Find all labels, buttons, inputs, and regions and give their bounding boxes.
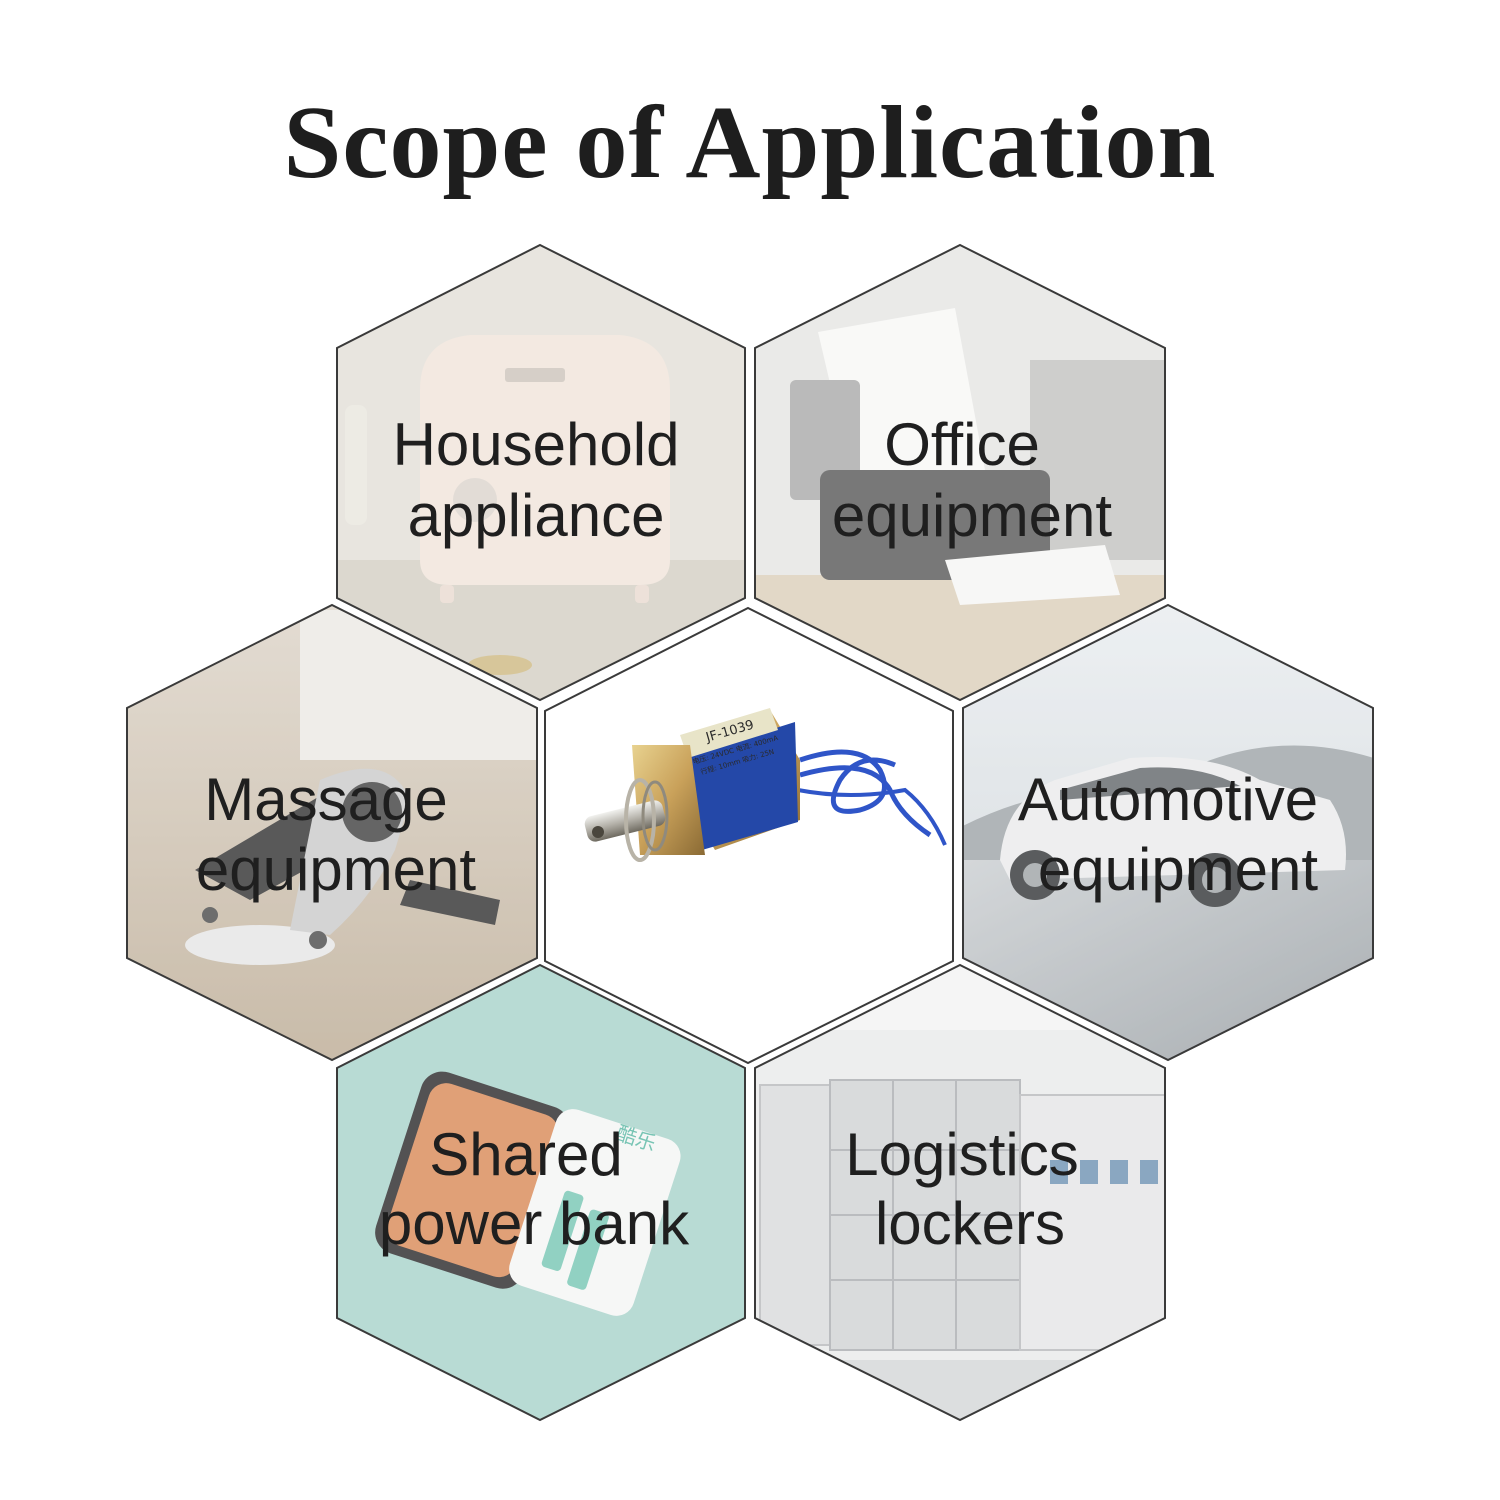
hex-label-line1: Household [393,411,680,478]
hex-label-line2: lockers [875,1190,1065,1257]
hex-label-line1: Shared [429,1121,622,1188]
hex-label-line2: power bank [379,1190,690,1257]
hex-label-line2: equipment [196,836,477,903]
hex-label-line1: Office [884,411,1040,478]
hex-label-line2: appliance [408,482,665,549]
page-title: Scope of Application [283,85,1217,200]
hex-label-line1: Logistics [845,1121,1078,1188]
hex-label-line2: equipment [832,482,1113,549]
printer-image [790,308,1120,605]
lockers-image [759,1079,1165,1351]
hex-office-equipment: Office equipment [754,243,1166,702]
hex-automotive-equipment: Automotive equipment [962,603,1374,1062]
car-image [1000,756,1346,907]
phone-and-power-bank-image: 酷乐 [375,1071,681,1316]
hex-shared-power-bank: 酷乐 Shared power bank [336,963,746,1422]
hex-center-product: JF-1039 电压: 24VDC 电流: 400mA 行程: 10mm 吸力:… [544,606,954,1065]
hex-logistics-lockers: Logistics lockers [754,963,1166,1422]
rice-cooker-image [420,335,670,603]
mini-stepper-image [185,768,500,965]
hex-label-line2: equipment [1038,836,1319,903]
hex-household-appliance: Household appliance [336,243,746,702]
hex-label-line1: Massage [204,766,447,833]
hex-label-line1: Automotive [1018,766,1318,833]
solenoid-image: JF-1039 电压: 24VDC 电流: 400mA 行程: 10mm 吸力:… [584,708,947,862]
